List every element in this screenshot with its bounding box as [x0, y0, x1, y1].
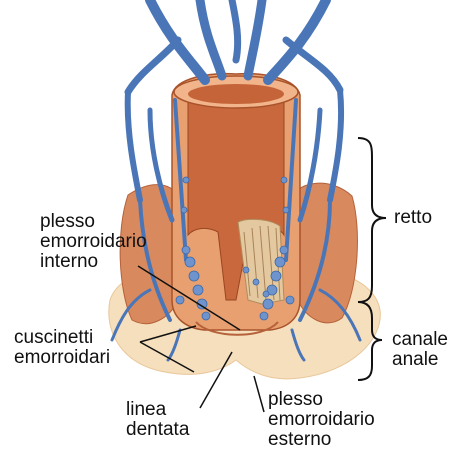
label-retto: retto: [394, 207, 433, 228]
rectal-wall-outer: [119, 184, 179, 325]
retto-brace: [357, 137, 387, 303]
label-canale-anale: canale anale: [392, 329, 448, 370]
leader-lines: [137, 265, 265, 413]
anal-verge: [195, 321, 279, 336]
hemorrhoidal-cushions: [175, 176, 295, 321]
label-linea-dentata: linea dentata: [126, 399, 190, 440]
canale-brace: [357, 301, 383, 381]
label-plesso-esterno: plesso emorroidario esterno: [268, 389, 375, 450]
label-cuscinetti: cuscinetti emorroidari: [14, 327, 111, 368]
veins: [110, 0, 362, 362]
label-plesso-interno: plesso emorroidario interno: [40, 211, 147, 272]
